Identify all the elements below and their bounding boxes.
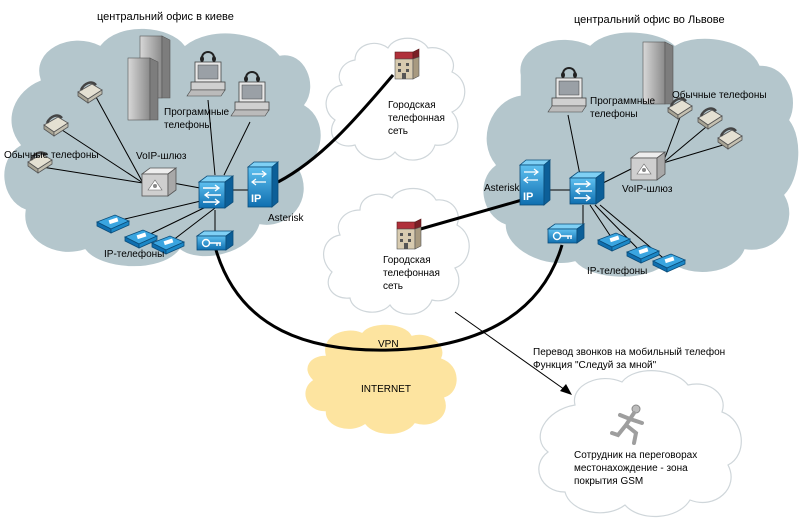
pstn-label: телефонная (383, 267, 440, 279)
softphones-label: телефоны (590, 108, 638, 120)
analog-phones-label: Обычные телефоны (4, 149, 99, 161)
pstn-label: телефонная (388, 112, 445, 124)
pstn-label: Городская (383, 255, 431, 266)
forwarding-label: Функция "Следуй за мной" (533, 360, 657, 371)
softphones-label: Программные (164, 107, 230, 118)
employee-label: Сотрудник на переговорах (574, 450, 697, 461)
pstn-label: Городская (388, 100, 436, 111)
ip-pbx-icon (519, 159, 551, 206)
vpn-device-icon (196, 230, 234, 251)
voip-gateway-icon (630, 151, 666, 181)
pstn-label: сеть (383, 281, 403, 292)
pstn-label: сеть (388, 126, 408, 137)
employee-label: местонахождение - зона (574, 463, 688, 474)
internet-cloud (303, 323, 459, 436)
vpn-label: VPN (378, 339, 399, 350)
internet-label: INTERNET (361, 384, 411, 395)
forwarding-label: Перевод звонков на мобильный телефон (533, 346, 725, 358)
asterisk-label: Asterisk (268, 213, 305, 224)
voip-gateway-label: VoIP-шлюз (136, 151, 187, 162)
connection-lines (41, 96, 734, 263)
pstn-cloud-top (325, 37, 466, 161)
employee-label: покрытия GSM (574, 476, 643, 487)
pstn-cloud-mid (323, 187, 470, 315)
analog-phones-label: Обычные телефоны (672, 89, 767, 101)
pstn-building-icon (396, 218, 422, 250)
trunk-lines (214, 74, 564, 352)
voip-gateway-icon (141, 167, 177, 197)
office-building-lviv (642, 41, 674, 105)
ip-phones-label: IP-телефоны (587, 265, 647, 277)
ip-phones-label: IP-телефоны (104, 248, 164, 260)
asterisk-label: Asterisk (484, 183, 521, 194)
vpn-device-icon (547, 223, 585, 244)
voip-gateway-label: VoIP-шлюз (622, 184, 673, 195)
office-title-lviv: центральний офис во Львове (574, 14, 725, 26)
office-title-kiev: центральний офис в киеве (97, 11, 234, 23)
switch-icon (198, 175, 234, 209)
pstn-building-icon (394, 48, 420, 80)
softphones-label: телефоны (164, 119, 212, 131)
softphones-label: Программные (590, 96, 656, 107)
forwarding-arrow (454, 311, 572, 395)
switch-icon (569, 171, 605, 205)
employee-cloud (538, 370, 742, 517)
running-person-icon (610, 404, 644, 445)
ip-pbx-icon (247, 161, 279, 208)
